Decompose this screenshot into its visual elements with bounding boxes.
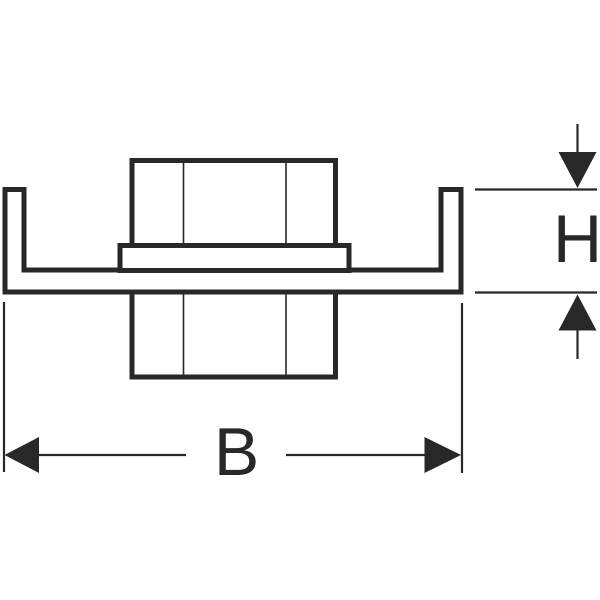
dimension-b: B — [2, 302, 464, 490]
arrow-left-icon — [4, 437, 39, 473]
fitting-collar — [117, 243, 352, 273]
arrow-down-icon — [558, 152, 597, 188]
dimension-h-label: H — [553, 201, 600, 277]
fitting-upper-body — [129, 158, 338, 248]
fitting-lower-body — [129, 289, 338, 380]
dimension-h: H — [475, 124, 600, 359]
arrow-up-icon — [558, 294, 597, 331]
arrow-right-icon — [424, 437, 461, 473]
dimension-b-label: B — [214, 414, 259, 490]
